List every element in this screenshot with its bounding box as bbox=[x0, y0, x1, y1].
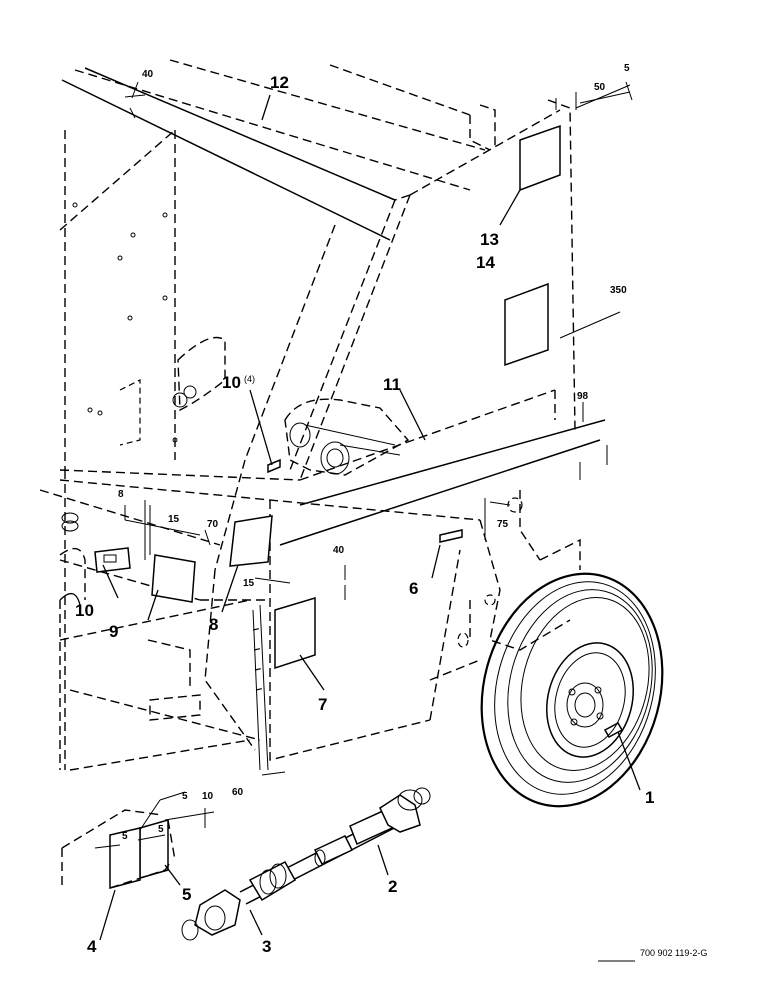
callout-10: 10 bbox=[75, 601, 94, 620]
decal-8 bbox=[229, 515, 273, 567]
decal-4 bbox=[109, 827, 141, 889]
dim-98: 98 bbox=[577, 391, 589, 402]
callout-5: 5 bbox=[182, 885, 191, 904]
drawing-number: 700 902 119-2-G bbox=[640, 948, 707, 958]
dim-350: 350 bbox=[610, 285, 627, 296]
callout-7: 7 bbox=[318, 695, 327, 714]
dimension-labels: 40 50 5 350 98 75 8 15 70 15 40 60 5 10 … bbox=[118, 63, 630, 842]
leader-lines bbox=[99, 94, 641, 941]
decal-mount-shield bbox=[61, 809, 176, 890]
callout-11: 11 bbox=[383, 375, 401, 394]
dim-40-top: 40 bbox=[142, 69, 154, 80]
dim-50: 50 bbox=[594, 82, 606, 93]
callout-labels: 1 2 3 4 5 6 7 8 9 10 10 (4) 11 12 13 14 bbox=[75, 73, 654, 956]
dim-5-a: 5 bbox=[182, 791, 188, 802]
callout-13: 13 bbox=[480, 230, 499, 249]
callout-12: 12 bbox=[270, 73, 289, 92]
decal-9 bbox=[151, 554, 196, 603]
decal-5 bbox=[139, 819, 169, 879]
dim-8: 8 bbox=[118, 489, 124, 500]
decal-7 bbox=[274, 596, 316, 670]
dim-75: 75 bbox=[497, 519, 509, 530]
callout-3: 3 bbox=[262, 937, 271, 956]
decal-10-left bbox=[94, 547, 131, 573]
dim-40-mid: 40 bbox=[333, 545, 345, 556]
decals bbox=[94, 124, 624, 889]
callout-1: 1 bbox=[645, 788, 654, 807]
dimension-lines bbox=[94, 81, 633, 849]
dim-10: 10 bbox=[202, 791, 214, 802]
callout-9: 9 bbox=[109, 622, 118, 641]
callout-4: 4 bbox=[87, 937, 97, 956]
pivot-arm bbox=[284, 398, 410, 476]
decal-14 bbox=[504, 282, 549, 367]
callout-6: 6 bbox=[409, 579, 418, 598]
dim-15-left: 15 bbox=[168, 514, 180, 525]
decal-10-small bbox=[267, 458, 281, 474]
dim-5-c: 5 bbox=[122, 831, 128, 842]
callout-10-4-qty: (4) bbox=[244, 374, 255, 384]
callout-2: 2 bbox=[388, 877, 397, 896]
callout-14: 14 bbox=[476, 253, 495, 272]
decal-13 bbox=[519, 124, 561, 192]
callout-8: 8 bbox=[209, 615, 218, 634]
dim-60: 60 bbox=[232, 787, 244, 798]
dim-5-b: 5 bbox=[158, 824, 164, 835]
tire-wheel bbox=[480, 572, 664, 808]
dim-70: 70 bbox=[207, 519, 219, 530]
callout-10-4: 10 bbox=[222, 373, 241, 392]
decal-6 bbox=[439, 529, 463, 543]
pto-driveshaft bbox=[181, 787, 431, 941]
dim-15-mid: 15 bbox=[243, 578, 255, 589]
dim-5-top: 5 bbox=[624, 63, 630, 74]
